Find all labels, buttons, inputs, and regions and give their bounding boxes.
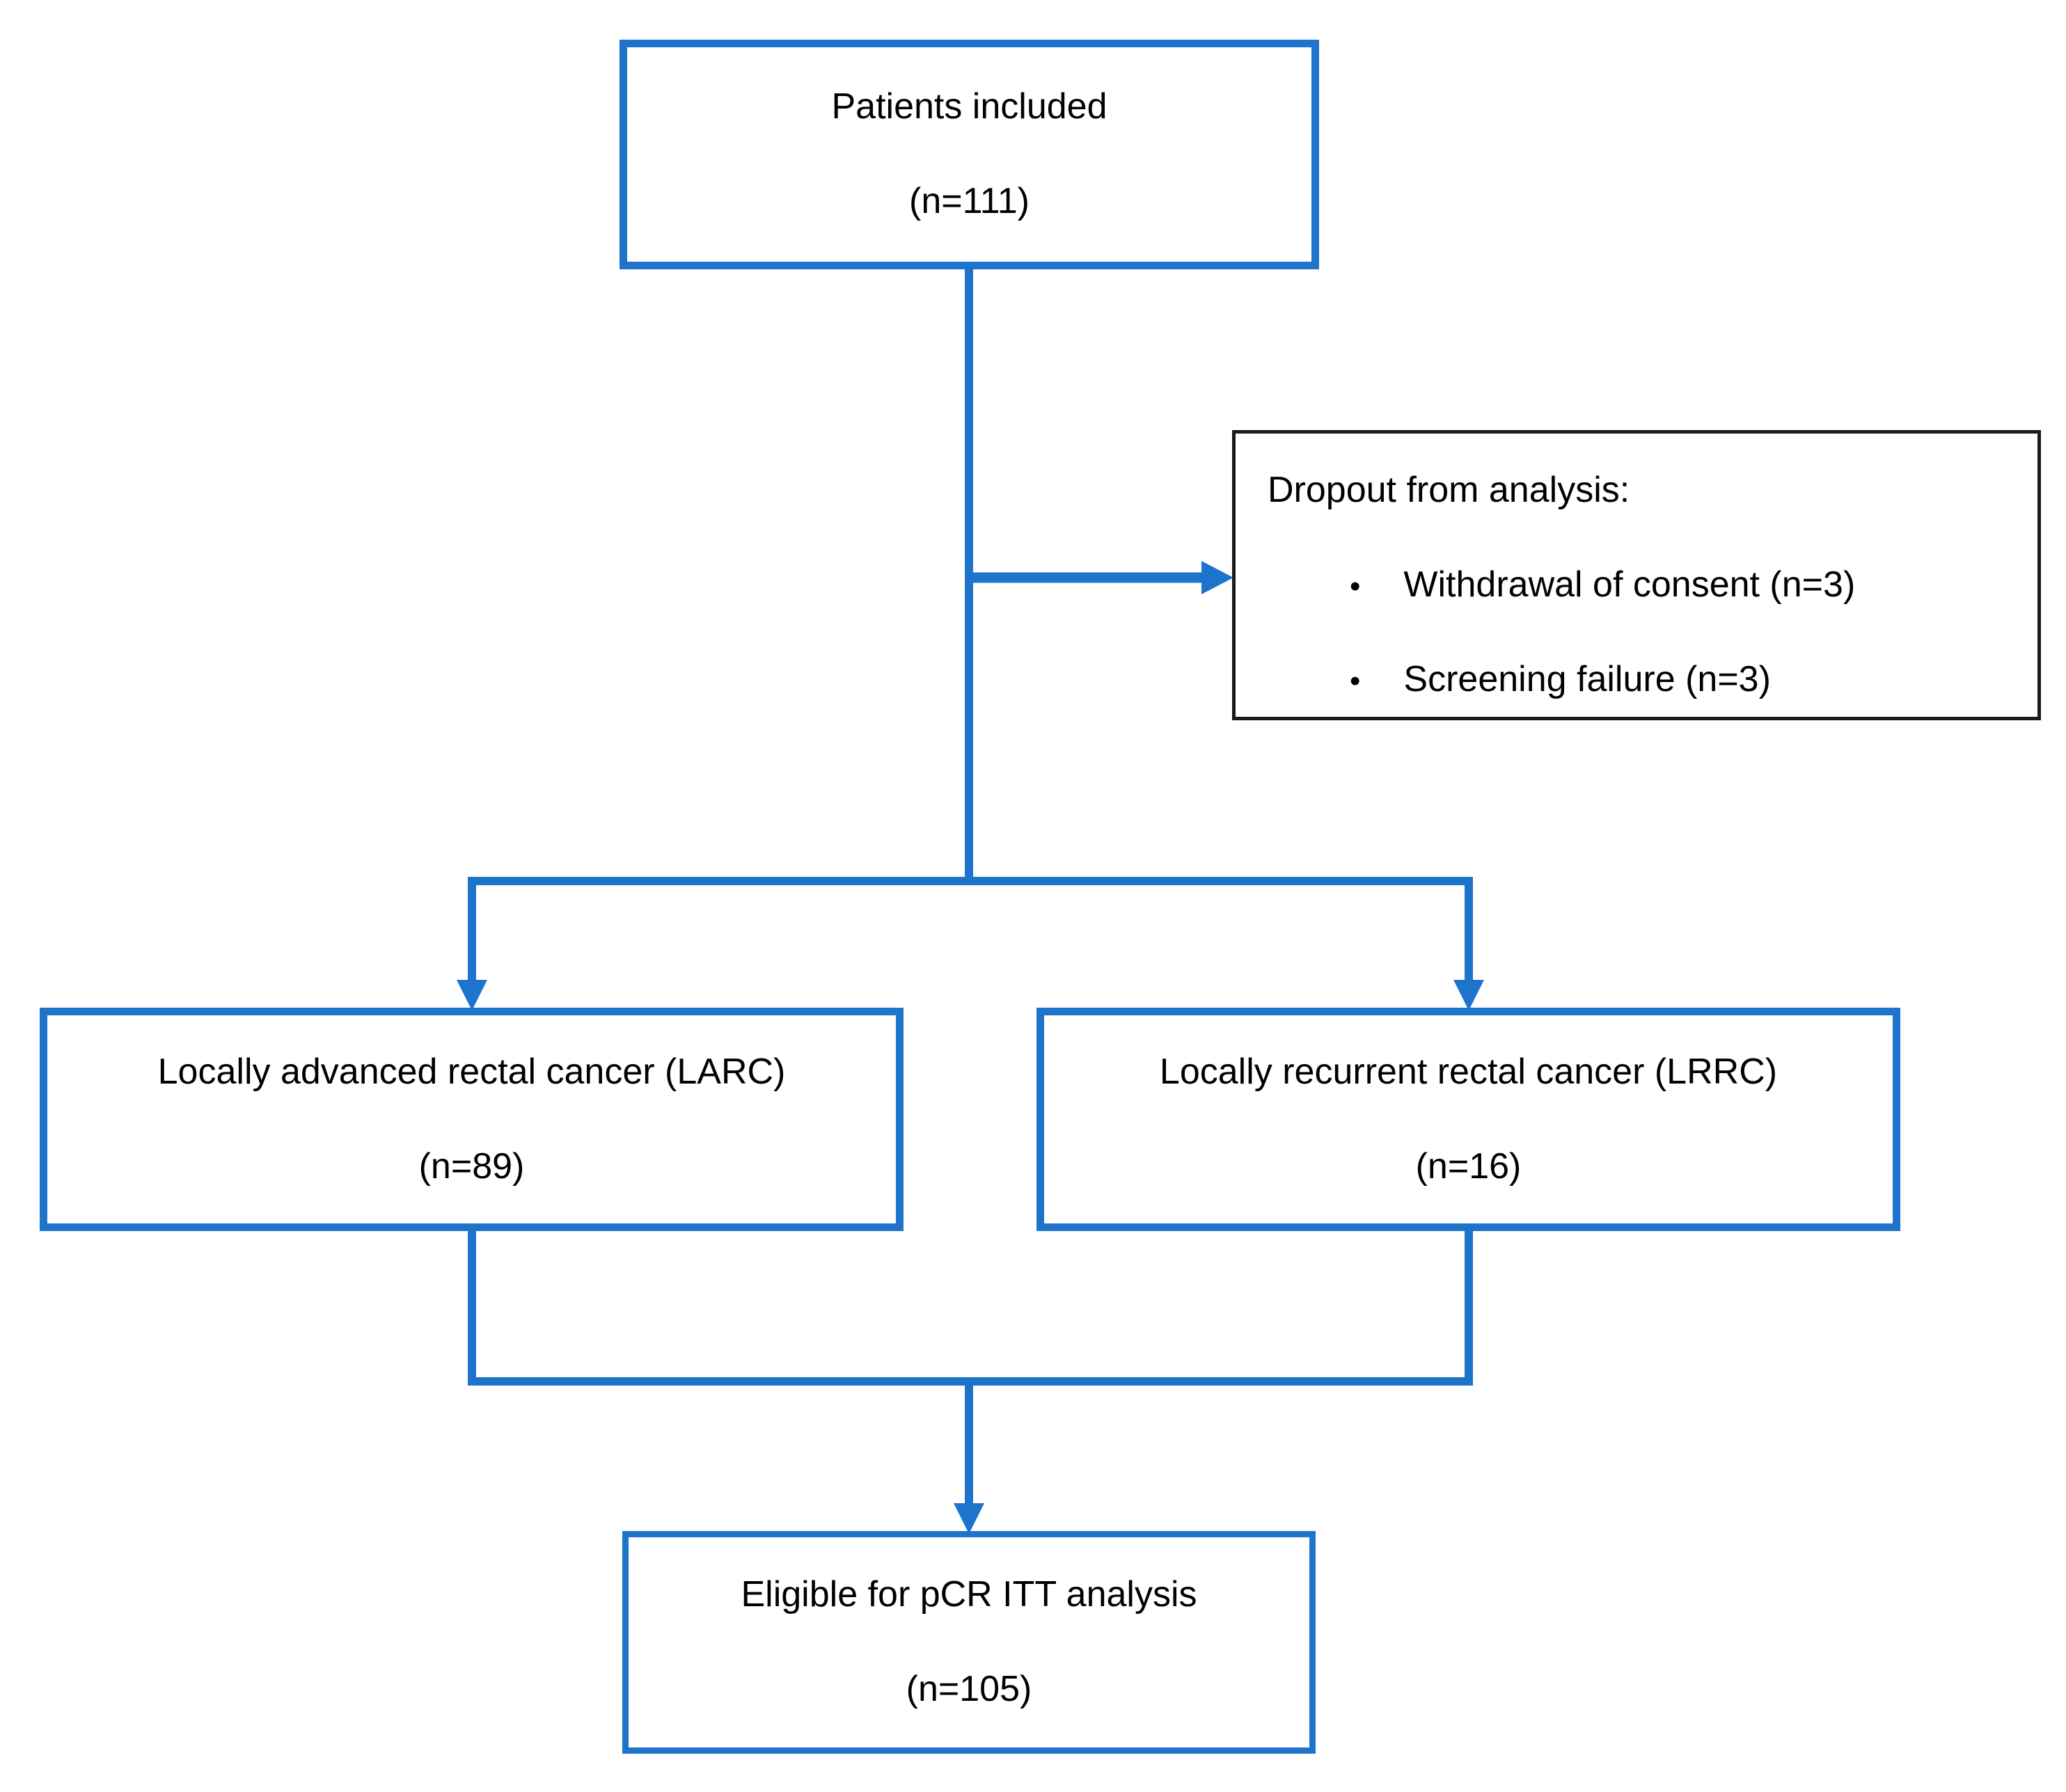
- arrowhead-lrrc: [1453, 980, 1484, 1010]
- node-lrrc: Locally recurrent rectal cancer (LRRC) (…: [1036, 1008, 1900, 1231]
- node-count: (n=111): [909, 181, 1030, 221]
- arrowhead-dropout: [1201, 561, 1233, 594]
- node-eligible-pcr-itt: Eligible for pCR ITT analysis (n=105): [622, 1531, 1316, 1754]
- node-label: Eligible for pCR ITT analysis: [741, 1574, 1197, 1615]
- bullet-text: Withdrawal of consent (n=3): [1403, 564, 1856, 605]
- node-patients-included: Patients included (n=111): [620, 40, 1319, 269]
- node-title: Dropout from analysis:: [1268, 470, 1630, 510]
- node-larc: Locally advanced rectal cancer (LARC) (n…: [40, 1008, 904, 1231]
- arrowhead-eligible: [954, 1503, 984, 1534]
- node-count: (n=105): [906, 1669, 1032, 1709]
- node-count: (n=89): [418, 1145, 525, 1187]
- node-count: (n=16): [1415, 1145, 1522, 1187]
- node-label: Patients included: [831, 86, 1107, 127]
- node-label: Locally recurrent rectal cancer (LRRC): [1159, 1051, 1778, 1092]
- arrowhead-larc: [457, 980, 487, 1010]
- bullet-icon: •: [1350, 663, 1361, 698]
- bullet-text: Screening failure (n=3): [1403, 658, 1771, 699]
- node-dropout-from-analysis: Dropout from analysis: • Withdrawal of c…: [1232, 430, 2041, 720]
- bullet-icon: •: [1350, 569, 1361, 603]
- node-label: Locally advanced rectal cancer (LARC): [157, 1051, 786, 1092]
- dropout-bullet-withdrawal: • Withdrawal of consent (n=3): [1268, 564, 1855, 606]
- dropout-bullet-screening: • Screening failure (n=3): [1268, 659, 1771, 701]
